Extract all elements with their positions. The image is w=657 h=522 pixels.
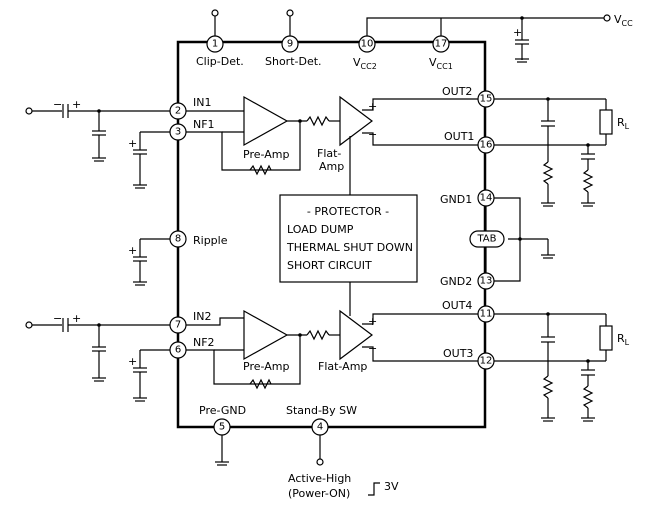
- pin-5-number: 5: [219, 422, 225, 433]
- out3-label: OUT3: [443, 347, 473, 360]
- svg-text:+: +: [72, 98, 81, 111]
- pin-1-number: 1: [212, 39, 218, 50]
- svg-text:+: +: [72, 312, 81, 325]
- out1-label: OUT1: [444, 130, 474, 143]
- flat-amp-1-label-bottom: Amp: [319, 160, 344, 173]
- output-load-network-2: RL: [494, 312, 630, 422]
- flat-amp-1-label-top: Flat-: [317, 147, 341, 160]
- pin-7-number: 7: [175, 320, 181, 331]
- pin-4-standby-sw: 4 Stand-By SW Active-High (Power-ON) 3V: [286, 404, 399, 500]
- svg-text:+: +: [128, 137, 137, 150]
- flat-amp-2: Flat-Amp + −: [287, 282, 478, 373]
- pin-15-number: 15: [480, 94, 493, 105]
- pin-4-number: 4: [317, 422, 323, 433]
- protector-load-dump: LOAD DUMP: [287, 223, 354, 236]
- input-2-network: − +: [25, 312, 170, 382]
- svg-text:−: −: [53, 98, 62, 111]
- in2-label: IN2: [193, 310, 211, 323]
- nf2-label: NF2: [193, 336, 215, 349]
- pin-6-number: 6: [175, 345, 181, 356]
- protector-block: - PROTECTOR - LOAD DUMP THERMAL SHUT DOW…: [279, 194, 418, 283]
- pin-8-ripple: 8 Ripple: [169, 230, 228, 248]
- pin-3-number: 3: [175, 127, 181, 138]
- input-1-network: − +: [25, 98, 170, 162]
- active-high-label: Active-High: [288, 472, 351, 485]
- pre-amp-1: Pre-Amp: [186, 95, 302, 176]
- in1-label: IN1: [193, 96, 211, 109]
- pin-9-short-det: 9 Short-Det.: [265, 9, 322, 68]
- vcc2-label: VCC2: [353, 56, 377, 71]
- pin-17-vcc1: 17 VCC1: [429, 35, 453, 71]
- out4-label: OUT4: [442, 299, 472, 312]
- pin-16-number: 16: [480, 140, 493, 151]
- tab-ground: TAB: [469, 197, 555, 282]
- pin-8-number: 8: [175, 234, 181, 245]
- short-det-label: Short-Det.: [265, 55, 322, 68]
- nf2-network: +: [128, 349, 170, 402]
- ripple-label: Ripple: [193, 234, 228, 247]
- pin-7-in2: 7 IN2: [169, 310, 211, 334]
- standby-sw-label: Stand-By SW: [286, 404, 357, 417]
- vcc-label: VCC: [614, 13, 633, 28]
- pin-15-out2: 15 OUT2: [442, 85, 495, 108]
- output-load-network-1: RL: [494, 97, 630, 207]
- pre-amp-2-label: Pre-Amp: [243, 360, 289, 373]
- protector-thermal-shutdown: THERMAL SHUT DOWN: [286, 241, 413, 254]
- svg-text:+: +: [128, 355, 137, 368]
- pin-13-gnd2: 13 GND2: [440, 272, 495, 290]
- vcc-rail: VCC +: [366, 13, 633, 63]
- level-3v-label: 3V: [384, 480, 399, 493]
- clip-det-label: Clip-Det.: [196, 55, 244, 68]
- pin-11-number: 11: [480, 309, 493, 320]
- pre-gnd-label: Pre-GND: [199, 404, 246, 417]
- power-on-label: (Power-ON): [288, 487, 350, 500]
- load-1-label: RL: [617, 116, 630, 131]
- pre-amp-1-label: Pre-Amp: [243, 148, 289, 161]
- tab-label: TAB: [476, 234, 496, 245]
- vcc-decoupling-capacitor: +: [513, 16, 529, 63]
- pin-6-nf2: 6 NF2: [169, 336, 215, 359]
- pin-12-out3: 12 OUT3: [443, 347, 495, 370]
- pin-16-out1: 16 OUT1: [444, 130, 495, 154]
- flat-amp-1: Flat- Amp + −: [287, 95, 478, 195]
- pin-17-number: 17: [435, 39, 448, 50]
- pin-13-number: 13: [480, 276, 493, 287]
- svg-text:+: +: [128, 244, 137, 257]
- protector-short-circuit: SHORT CIRCUIT: [287, 259, 372, 272]
- ripple-capacitor: +: [128, 238, 170, 286]
- pin-9-number: 9: [287, 39, 293, 50]
- vcc1-label: VCC1: [429, 56, 453, 71]
- gnd1-label: GND1: [440, 193, 472, 206]
- out2-label: OUT2: [442, 85, 472, 98]
- svg-text:+: +: [513, 26, 522, 39]
- gnd2-label: GND2: [440, 275, 472, 288]
- load-2-label: RL: [617, 332, 630, 347]
- pin-1-clip-det: 1 Clip-Det.: [196, 9, 244, 68]
- pin-3-nf1: 3 NF1: [169, 118, 215, 141]
- pin-5-pre-gnd: 5 Pre-GND: [199, 404, 246, 466]
- pin-2-number: 2: [175, 106, 181, 117]
- nf1-label: NF1: [193, 118, 215, 131]
- pin-14-number: 14: [480, 193, 493, 204]
- pin-10-vcc2: 10 VCC2: [353, 35, 377, 71]
- nf1-network: +: [128, 131, 170, 189]
- pin-12-number: 12: [480, 356, 493, 367]
- svg-text:−: −: [53, 312, 62, 325]
- pin-10-number: 10: [361, 39, 374, 50]
- flat-amp-2-label: Flat-Amp: [318, 360, 367, 373]
- protector-title: - PROTECTOR -: [307, 205, 389, 218]
- pin-14-gnd1: 14 GND1: [440, 189, 495, 207]
- pin-2-in1: 2 IN1: [169, 96, 211, 120]
